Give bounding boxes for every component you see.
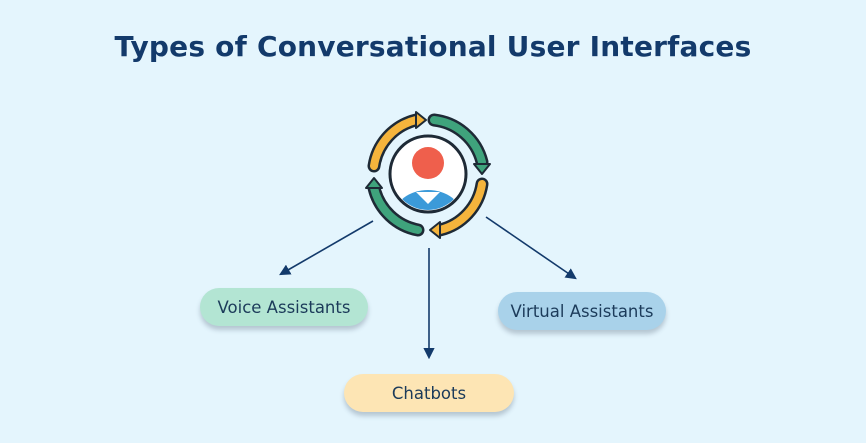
user-avatar-icon <box>388 134 468 214</box>
user-cycle-icon <box>365 111 491 239</box>
diagram-title: Types of Conversational User Interfaces <box>114 30 752 63</box>
arrow-to-virtual-assistants <box>485 216 577 280</box>
voice-assistants-node: Voice Assistants <box>200 288 368 326</box>
virtual-assistants-node: Virtual Assistants <box>498 292 666 330</box>
arrow-to-voice-assistants <box>279 220 374 276</box>
chatbots-node: Chatbots <box>344 374 514 412</box>
